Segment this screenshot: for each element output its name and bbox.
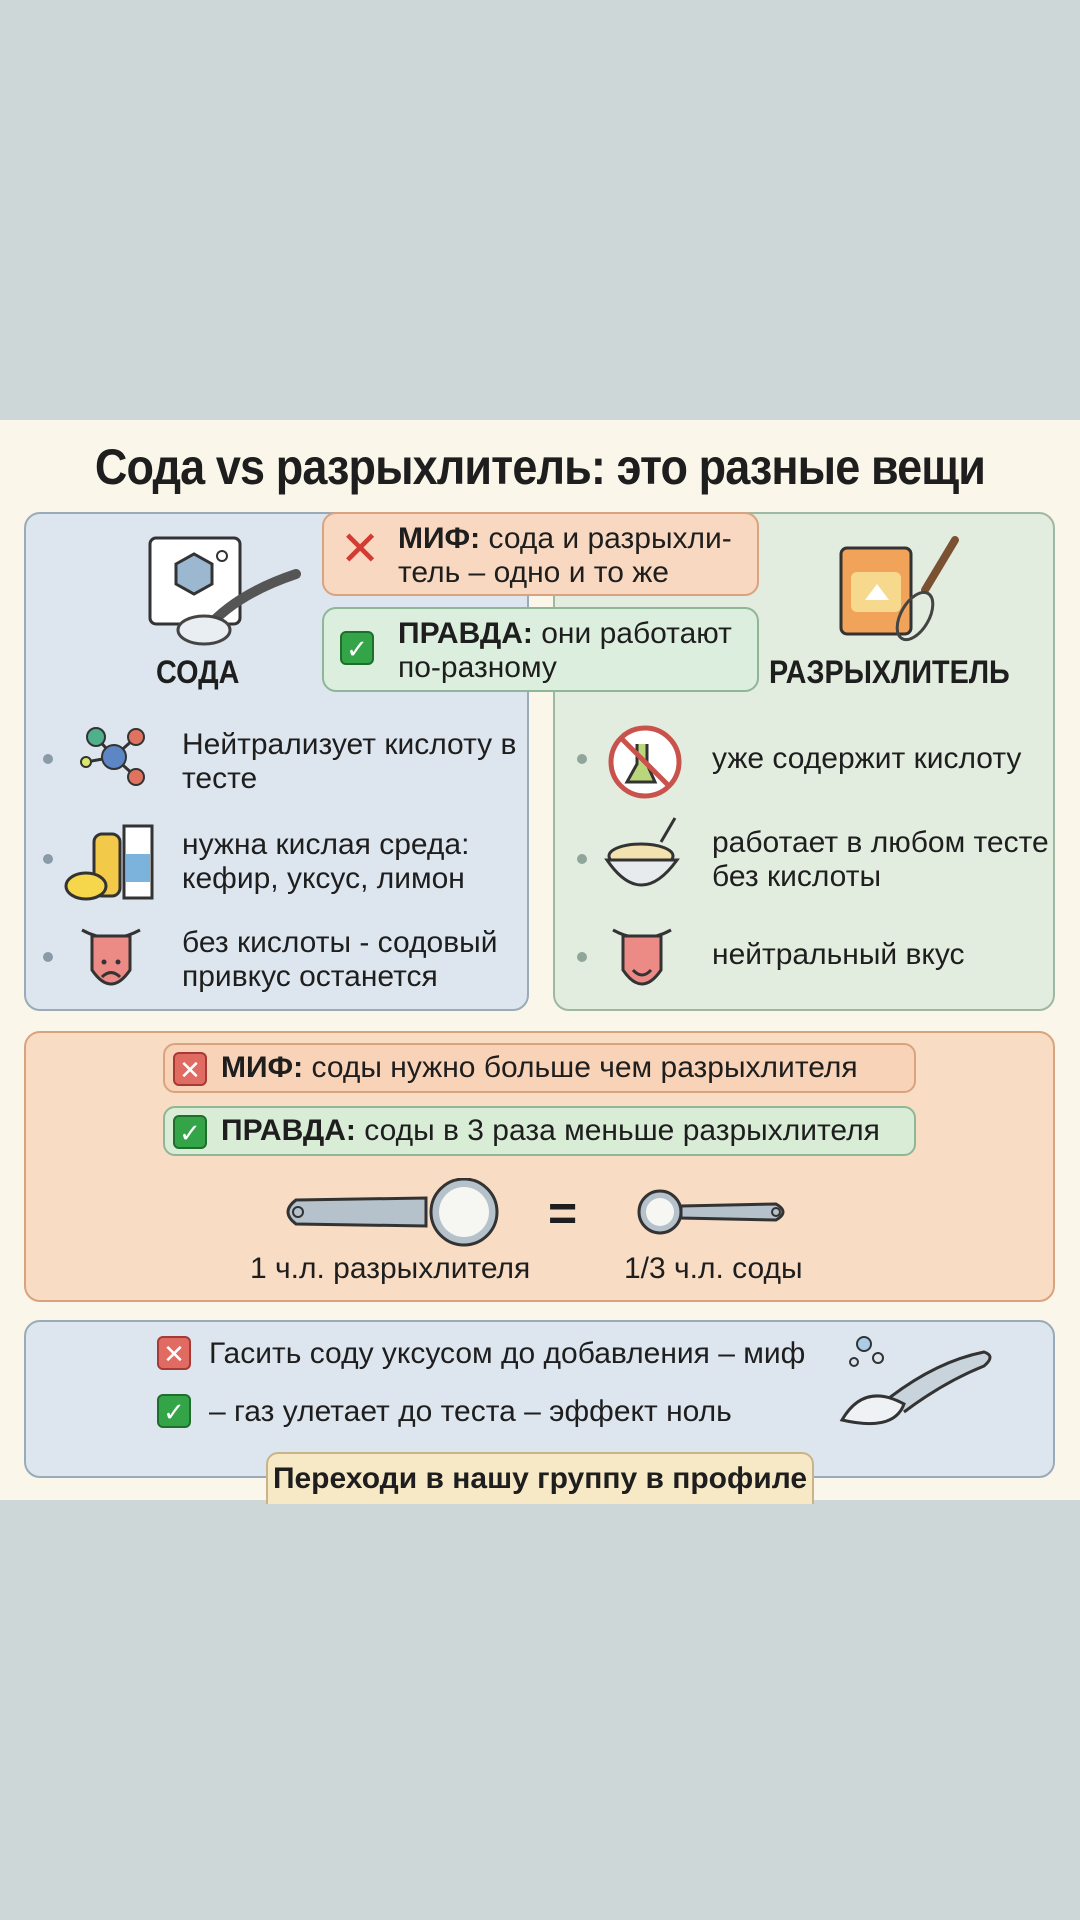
no-acid-icon [608, 725, 682, 799]
page-title: Сода vs разрыхлитель: это разные вещи [94, 439, 986, 495]
vinegar-myth: ✕ Гасить соду уксусом до добавления – ми… [157, 1334, 805, 1374]
myth-text: соды нужно больше чем разрыхлителя [303, 1051, 858, 1084]
soda-item-text: Нейтрализует кислоту в тесте [182, 728, 517, 795]
cross-icon: ✕ [340, 523, 381, 576]
bullet [577, 952, 587, 962]
equals-sign: = [548, 1185, 578, 1241]
check-icon: ✓ [157, 1394, 191, 1428]
baking-powder-whisk-icon [839, 536, 959, 642]
powder-item-text: уже содержит кислоту [712, 742, 1022, 775]
bullet [43, 952, 53, 962]
dough-bowl-icon [604, 817, 680, 887]
kefir-vinegar-lemon-icon [64, 824, 154, 901]
myth-text: сода и разрыхли-тель – одно и то же [398, 522, 732, 589]
myth-label: МИФ: [221, 1051, 304, 1084]
fizzing-spoon-icon [839, 1336, 992, 1426]
baking-powder-heading: РАЗРЫХЛИТЕЛЬ [769, 654, 1010, 690]
baking-powder-panel: РАЗРЫХЛИТЕЛЬ уже содержит кислоту работа… [553, 512, 1055, 1011]
cross-icon: ✕ [173, 1052, 207, 1086]
large-spoon-icon [286, 1178, 499, 1247]
truth-box: ✓ ПРАВДА: они работают по-разному [322, 607, 759, 692]
bullet [43, 854, 53, 864]
vinegar-truth-text: – газ улетает до теста – эффект ноль [209, 1395, 732, 1428]
soda-heading: СОДА [156, 654, 240, 690]
ratio-myth-strip: ✕ МИФ: соды нужно больше чем разрыхлител… [163, 1043, 916, 1093]
molecule-icon [80, 727, 145, 786]
ratio-truth-strip: ✓ ПРАВДА: соды в 3 раза меньше разрыхлит… [163, 1106, 916, 1156]
small-spoon-icon [637, 1189, 785, 1235]
powder-item-text: работает в любом тесте без кислоты [712, 826, 1049, 893]
soda-item-text: нужна кислая среда: кефир, уксус, лимон [182, 828, 470, 895]
vinegar-myth-text: Гасить соду уксусом до добавления – миф [209, 1337, 806, 1370]
cross-icon: ✕ [157, 1336, 191, 1370]
myth-box: ✕ МИФ: сода и разрыхли-тель – одно и то … [322, 512, 759, 596]
bullet [577, 854, 587, 864]
happy-tongue-icon [612, 928, 672, 986]
bullet [43, 754, 53, 764]
truth-label: ПРАВДА: [221, 1114, 356, 1147]
soda-chemistry-icon [148, 536, 301, 646]
soda-caption: 1/3 ч.л. соды [624, 1252, 803, 1285]
soda-item-text: без кислоты - содовый привкус останется [182, 926, 498, 993]
truth-text: они работают по-разному [398, 617, 732, 684]
truth-text: соды в 3 раза меньше разрыхлителя [355, 1114, 880, 1147]
powder-item-text: нейтральный вкус [712, 938, 965, 971]
myth-label: МИФ: [398, 522, 481, 555]
sad-tongue-icon [81, 928, 141, 986]
vinegar-truth: ✓ – газ улетает до теста – эффект ноль [157, 1392, 732, 1432]
check-icon: ✓ [173, 1115, 207, 1149]
truth-label: ПРАВДА: [398, 617, 533, 650]
baking-powder-caption: 1 ч.л. разрыхлителя [250, 1252, 531, 1285]
check-icon: ✓ [340, 631, 374, 665]
group-link-button[interactable]: Переходи в нашу группу в профиле [266, 1452, 814, 1504]
bullet [577, 754, 587, 764]
